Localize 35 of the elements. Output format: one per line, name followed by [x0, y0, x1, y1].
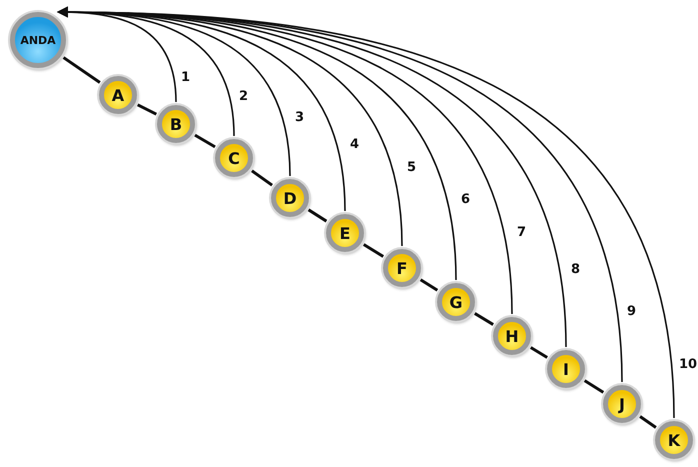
node-label: E: [340, 224, 350, 242]
connector-line: [308, 208, 328, 222]
connector-line: [530, 346, 548, 359]
node-label: B: [170, 114, 182, 134]
connector-line: [639, 415, 657, 429]
connector-line: [62, 56, 101, 84]
node-label: D: [283, 188, 297, 208]
letter-circle: [215, 139, 253, 177]
node-label: A: [112, 86, 124, 104]
node-label: F: [396, 258, 408, 278]
node-label: C: [228, 148, 240, 168]
letter-circle: [547, 350, 585, 388]
connector-line: [420, 278, 438, 292]
letter-circle: [157, 105, 195, 143]
connector-line: [362, 243, 384, 258]
connector-line: [251, 170, 273, 186]
connector-line: [137, 104, 157, 116]
letter-circle: [655, 421, 693, 459]
letter-circle: [493, 317, 531, 355]
node-label: K: [668, 430, 680, 450]
node-label: G: [449, 292, 463, 312]
letter-circle: [99, 76, 137, 114]
letter-circle: [326, 214, 364, 252]
letter-circle: [603, 385, 641, 423]
hub-circle: [10, 12, 66, 68]
node-label: H: [505, 326, 519, 346]
connector-line: [194, 134, 216, 148]
letter-circle: [271, 179, 309, 217]
connector-line: [474, 312, 494, 326]
letter-circle: [437, 283, 475, 321]
letter-circle: [383, 249, 421, 287]
node-label: ANDA: [20, 34, 56, 46]
node-label: J: [619, 394, 625, 414]
connector-line: [584, 379, 604, 394]
node-label: I: [563, 360, 569, 378]
